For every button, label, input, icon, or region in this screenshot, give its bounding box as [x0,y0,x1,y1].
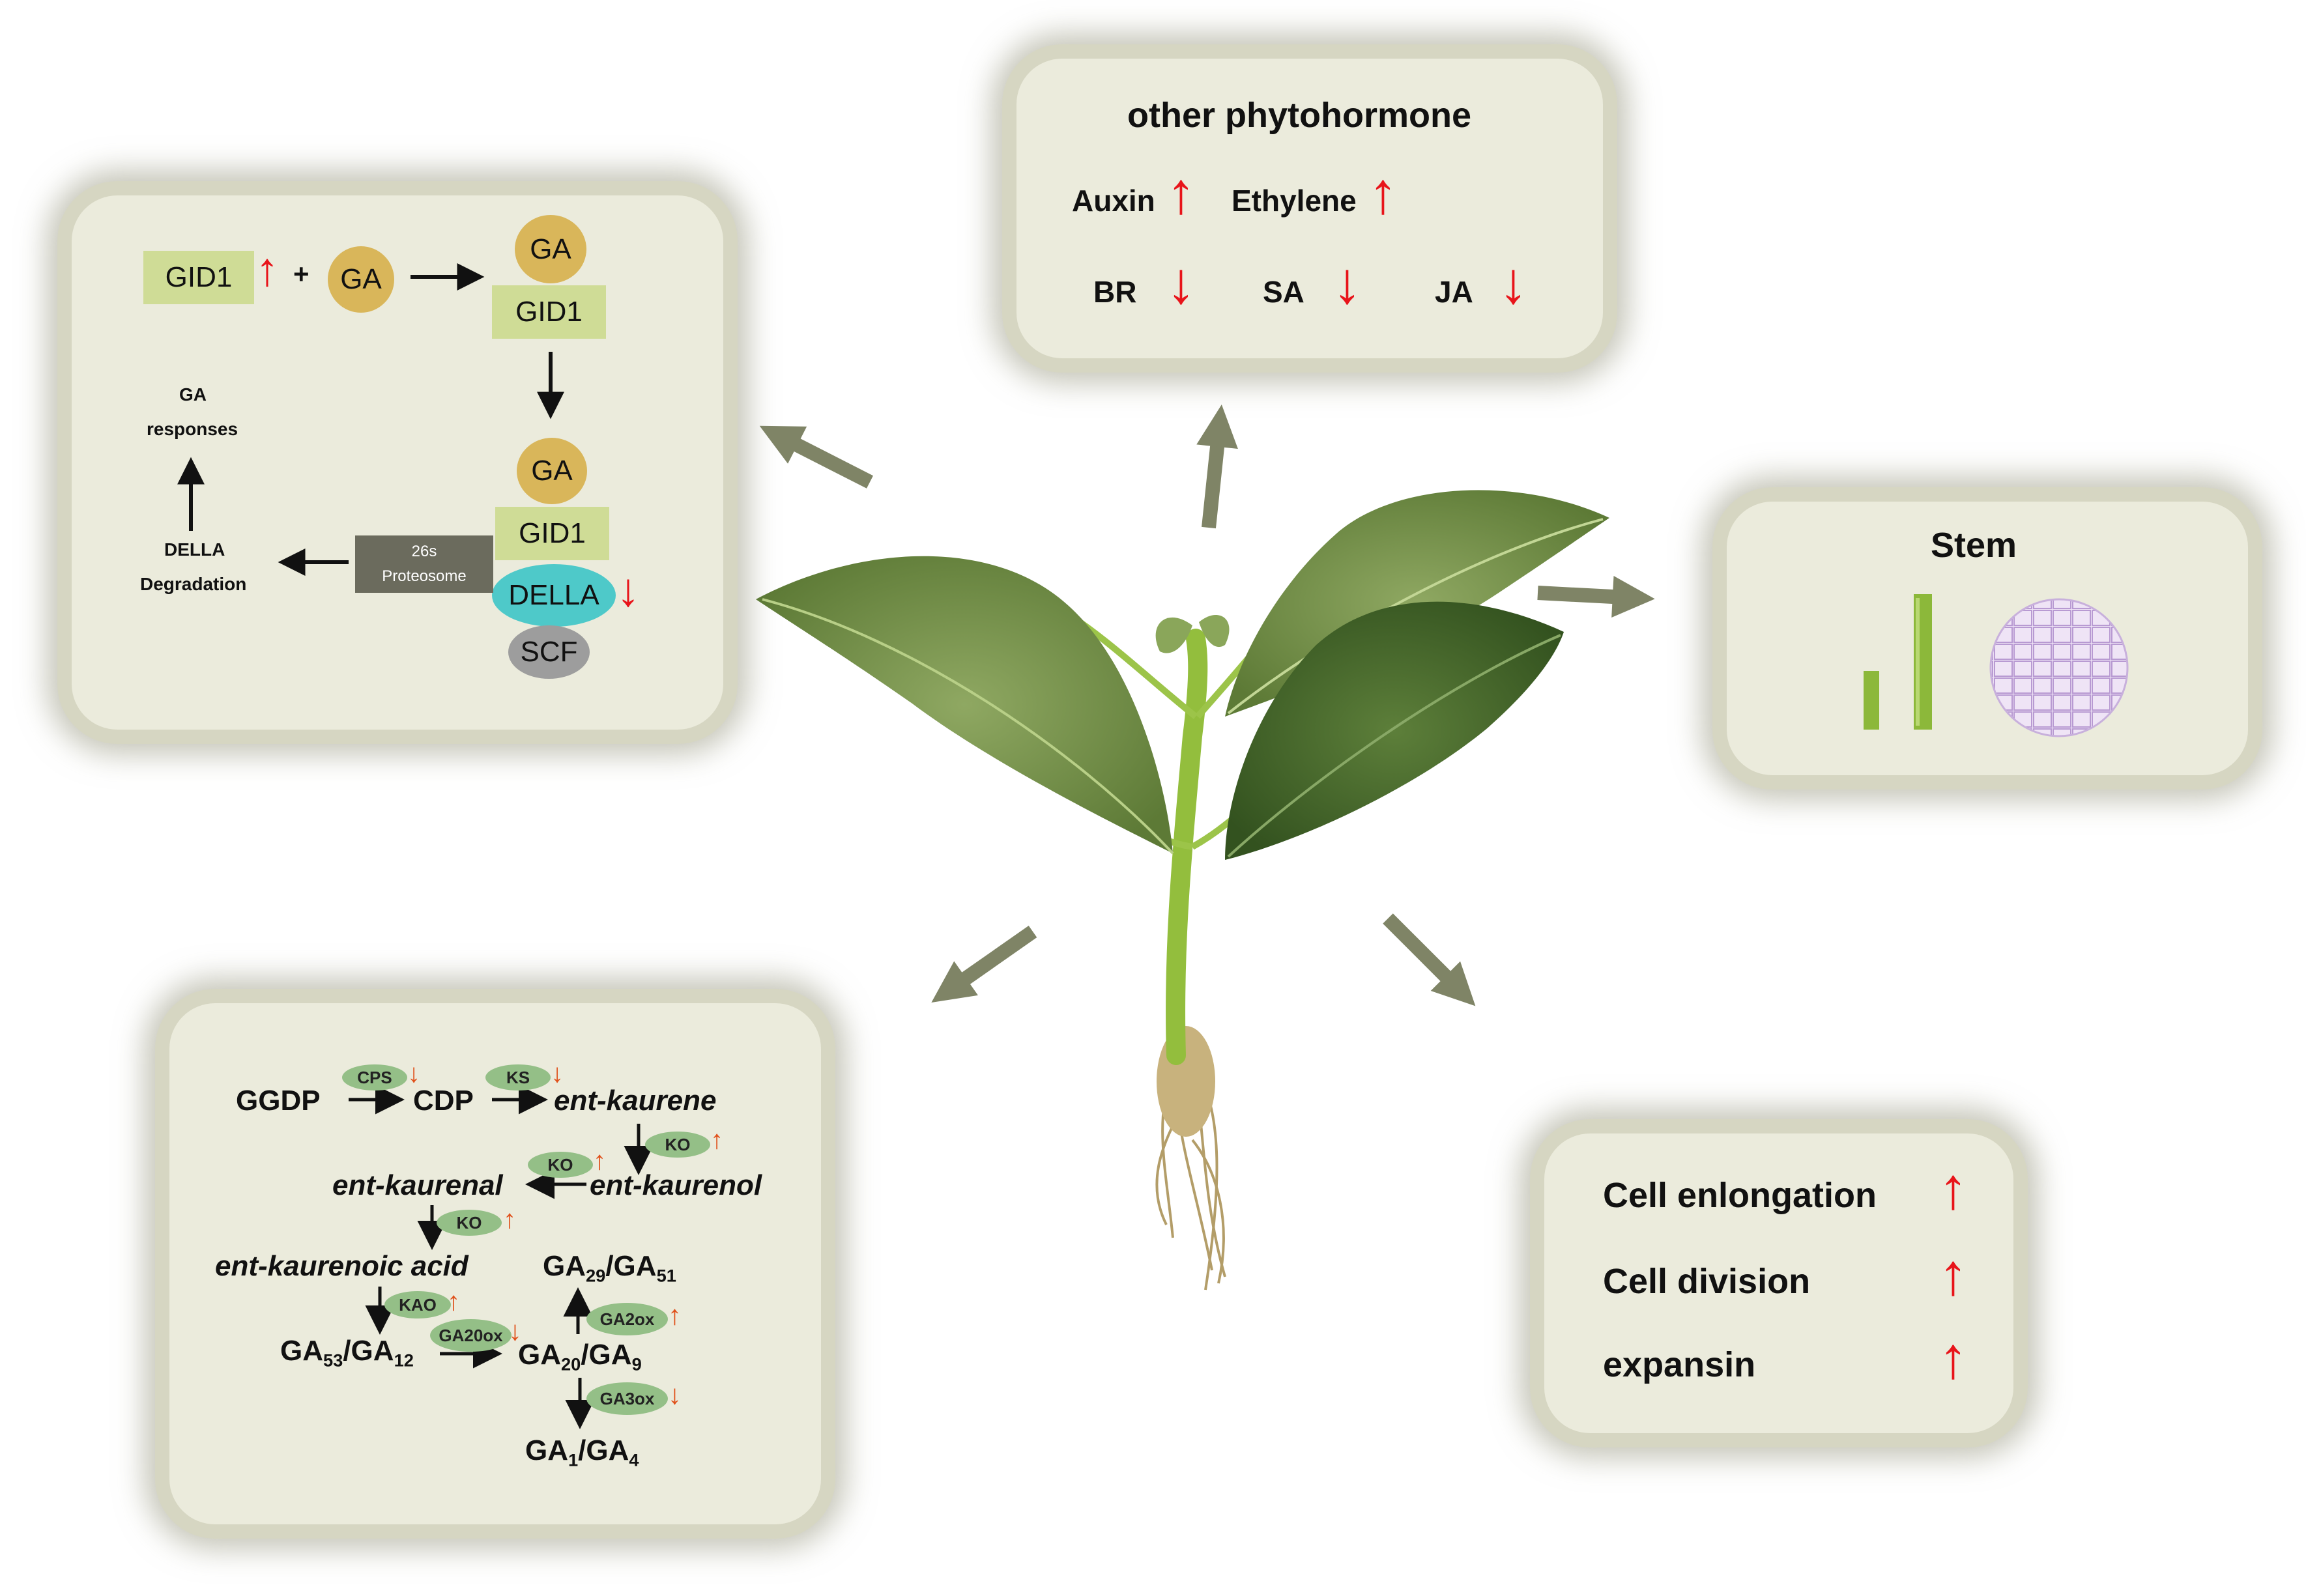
ga20ox-down-arrow-icon: ↓ [508,1315,522,1346]
scf-label: SCF [520,636,578,668]
stem-segments [1864,594,1932,730]
gid1-label: GID1 [519,517,586,549]
enzyme-ko-1: KO [645,1132,710,1158]
ethylene-up-arrow-icon: ↑ [1368,161,1398,226]
ga-circle-complex: GA [517,438,587,504]
della-label: DELLA [508,579,599,611]
hormone-br: BR [1093,275,1137,309]
scf-ellipse: SCF [508,625,590,679]
enzyme-ko-2: KO [528,1152,593,1178]
cell-item-expansin: expansin [1603,1345,1756,1384]
compound-ga20-ga9: GA20/GA9 [518,1339,642,1375]
proteosome-label-line2: Proteosome [382,567,467,585]
cell-item-division: Cell division [1603,1262,1811,1301]
gid1-label: GID1 [515,296,583,328]
cell-response-panel [1544,1133,2013,1433]
ga-circle-bound-top: GA [515,215,586,283]
ga-circle-free: GA [328,246,394,313]
compound-ent-kaurenoic-acid: ent-kaurenoic acid [215,1250,468,1282]
stem-panel [1727,502,2248,775]
ko1-up-arrow-icon: ↑ [710,1126,723,1154]
gid1-label: GID1 [165,261,233,293]
gid1-up-arrow-icon: ↑ [255,244,279,296]
br-down-arrow-icon: ↓ [1166,251,1196,316]
division-up-arrow-icon: ↑ [1938,1242,1968,1307]
compound-ent-kaurene: ent-kaurene [554,1085,717,1117]
ks-down-arrow-icon: ↓ [551,1059,564,1088]
della-degradation-line2: Degradation [140,574,247,594]
ga-label: GA [530,233,571,265]
connector-arrows [759,405,1655,1006]
hormone-sa: SA [1263,275,1304,309]
ja-down-arrow-icon: ↓ [1499,251,1528,316]
biosynthesis-arrows [349,1085,654,1429]
compound-cdp: CDP [413,1085,474,1117]
plus-sign: + [293,259,310,289]
enzyme-kao: KAO [384,1291,451,1318]
compound-ga1-ga4: GA1/GA4 [525,1434,639,1470]
della-down-arrow-icon: ↓ [616,564,640,616]
compound-ga29-ga51: GA29/GA51 [543,1250,676,1286]
ko3-up-arrow-icon: ↑ [503,1205,516,1234]
gid-pathway-arrows [177,263,564,576]
della-ellipse: DELLA [492,564,616,627]
compound-ggdp: GGDP [236,1085,321,1117]
enzyme-ks: KS [485,1064,551,1090]
ga3ox-down-arrow-icon: ↓ [668,1379,682,1410]
gid1-box-complex: GID1 [495,507,609,560]
della-degradation-line1: DELLA [164,539,225,560]
hormone-ja: JA [1435,275,1473,309]
other-phytohormone-panel [1016,59,1603,358]
phytohormone-title: other phytohormone [1127,96,1471,135]
hormone-ethylene: Ethylene [1232,184,1357,218]
auxin-up-arrow-icon: ↑ [1166,161,1196,226]
enzyme-cps: CPS [342,1064,407,1090]
enzyme-ko-3: KO [437,1210,502,1236]
enzyme-ga2ox: GA2ox [586,1303,668,1335]
ko2-up-arrow-icon: ↑ [593,1147,606,1175]
plant-illustration [756,490,1609,1290]
cell-item-enlongation: Cell enlongation [1603,1176,1877,1215]
gid1-box-bound-top: GID1 [492,285,606,339]
proteosome-label-line1: 26s [411,543,437,560]
compound-ga53-ga12: GA53/GA12 [280,1335,414,1371]
hormone-auxin: Auxin [1072,184,1155,218]
kao-up-arrow-icon: ↑ [447,1287,460,1316]
enzyme-ga20ox: GA20ox [430,1319,512,1352]
ga-label: GA [340,263,382,295]
stem-title: Stem [1931,526,2017,565]
stem-cross-section [1989,598,2129,737]
compound-ent-kaurenal: ent-kaurenal [332,1169,503,1201]
enlongation-up-arrow-icon: ↑ [1938,1156,1968,1221]
ga-biosynthesis-panel [169,1003,821,1524]
compound-ent-kaurenol: ent-kaurenol [590,1169,762,1201]
ga-label: GA [531,455,573,487]
enzyme-ga3ox: GA3ox [586,1382,668,1415]
expansin-up-arrow-icon: ↑ [1938,1326,1968,1391]
ga2ox-up-arrow-icon: ↑ [668,1300,682,1330]
ga-responses-line2: responses [147,419,238,439]
gid1-box: GID1 [143,251,254,304]
ga-responses-line1: GA [179,384,207,405]
sa-down-arrow-icon: ↓ [1333,251,1362,316]
proteosome-box: 26s Proteosome [355,535,493,593]
cps-down-arrow-icon: ↓ [407,1059,420,1088]
